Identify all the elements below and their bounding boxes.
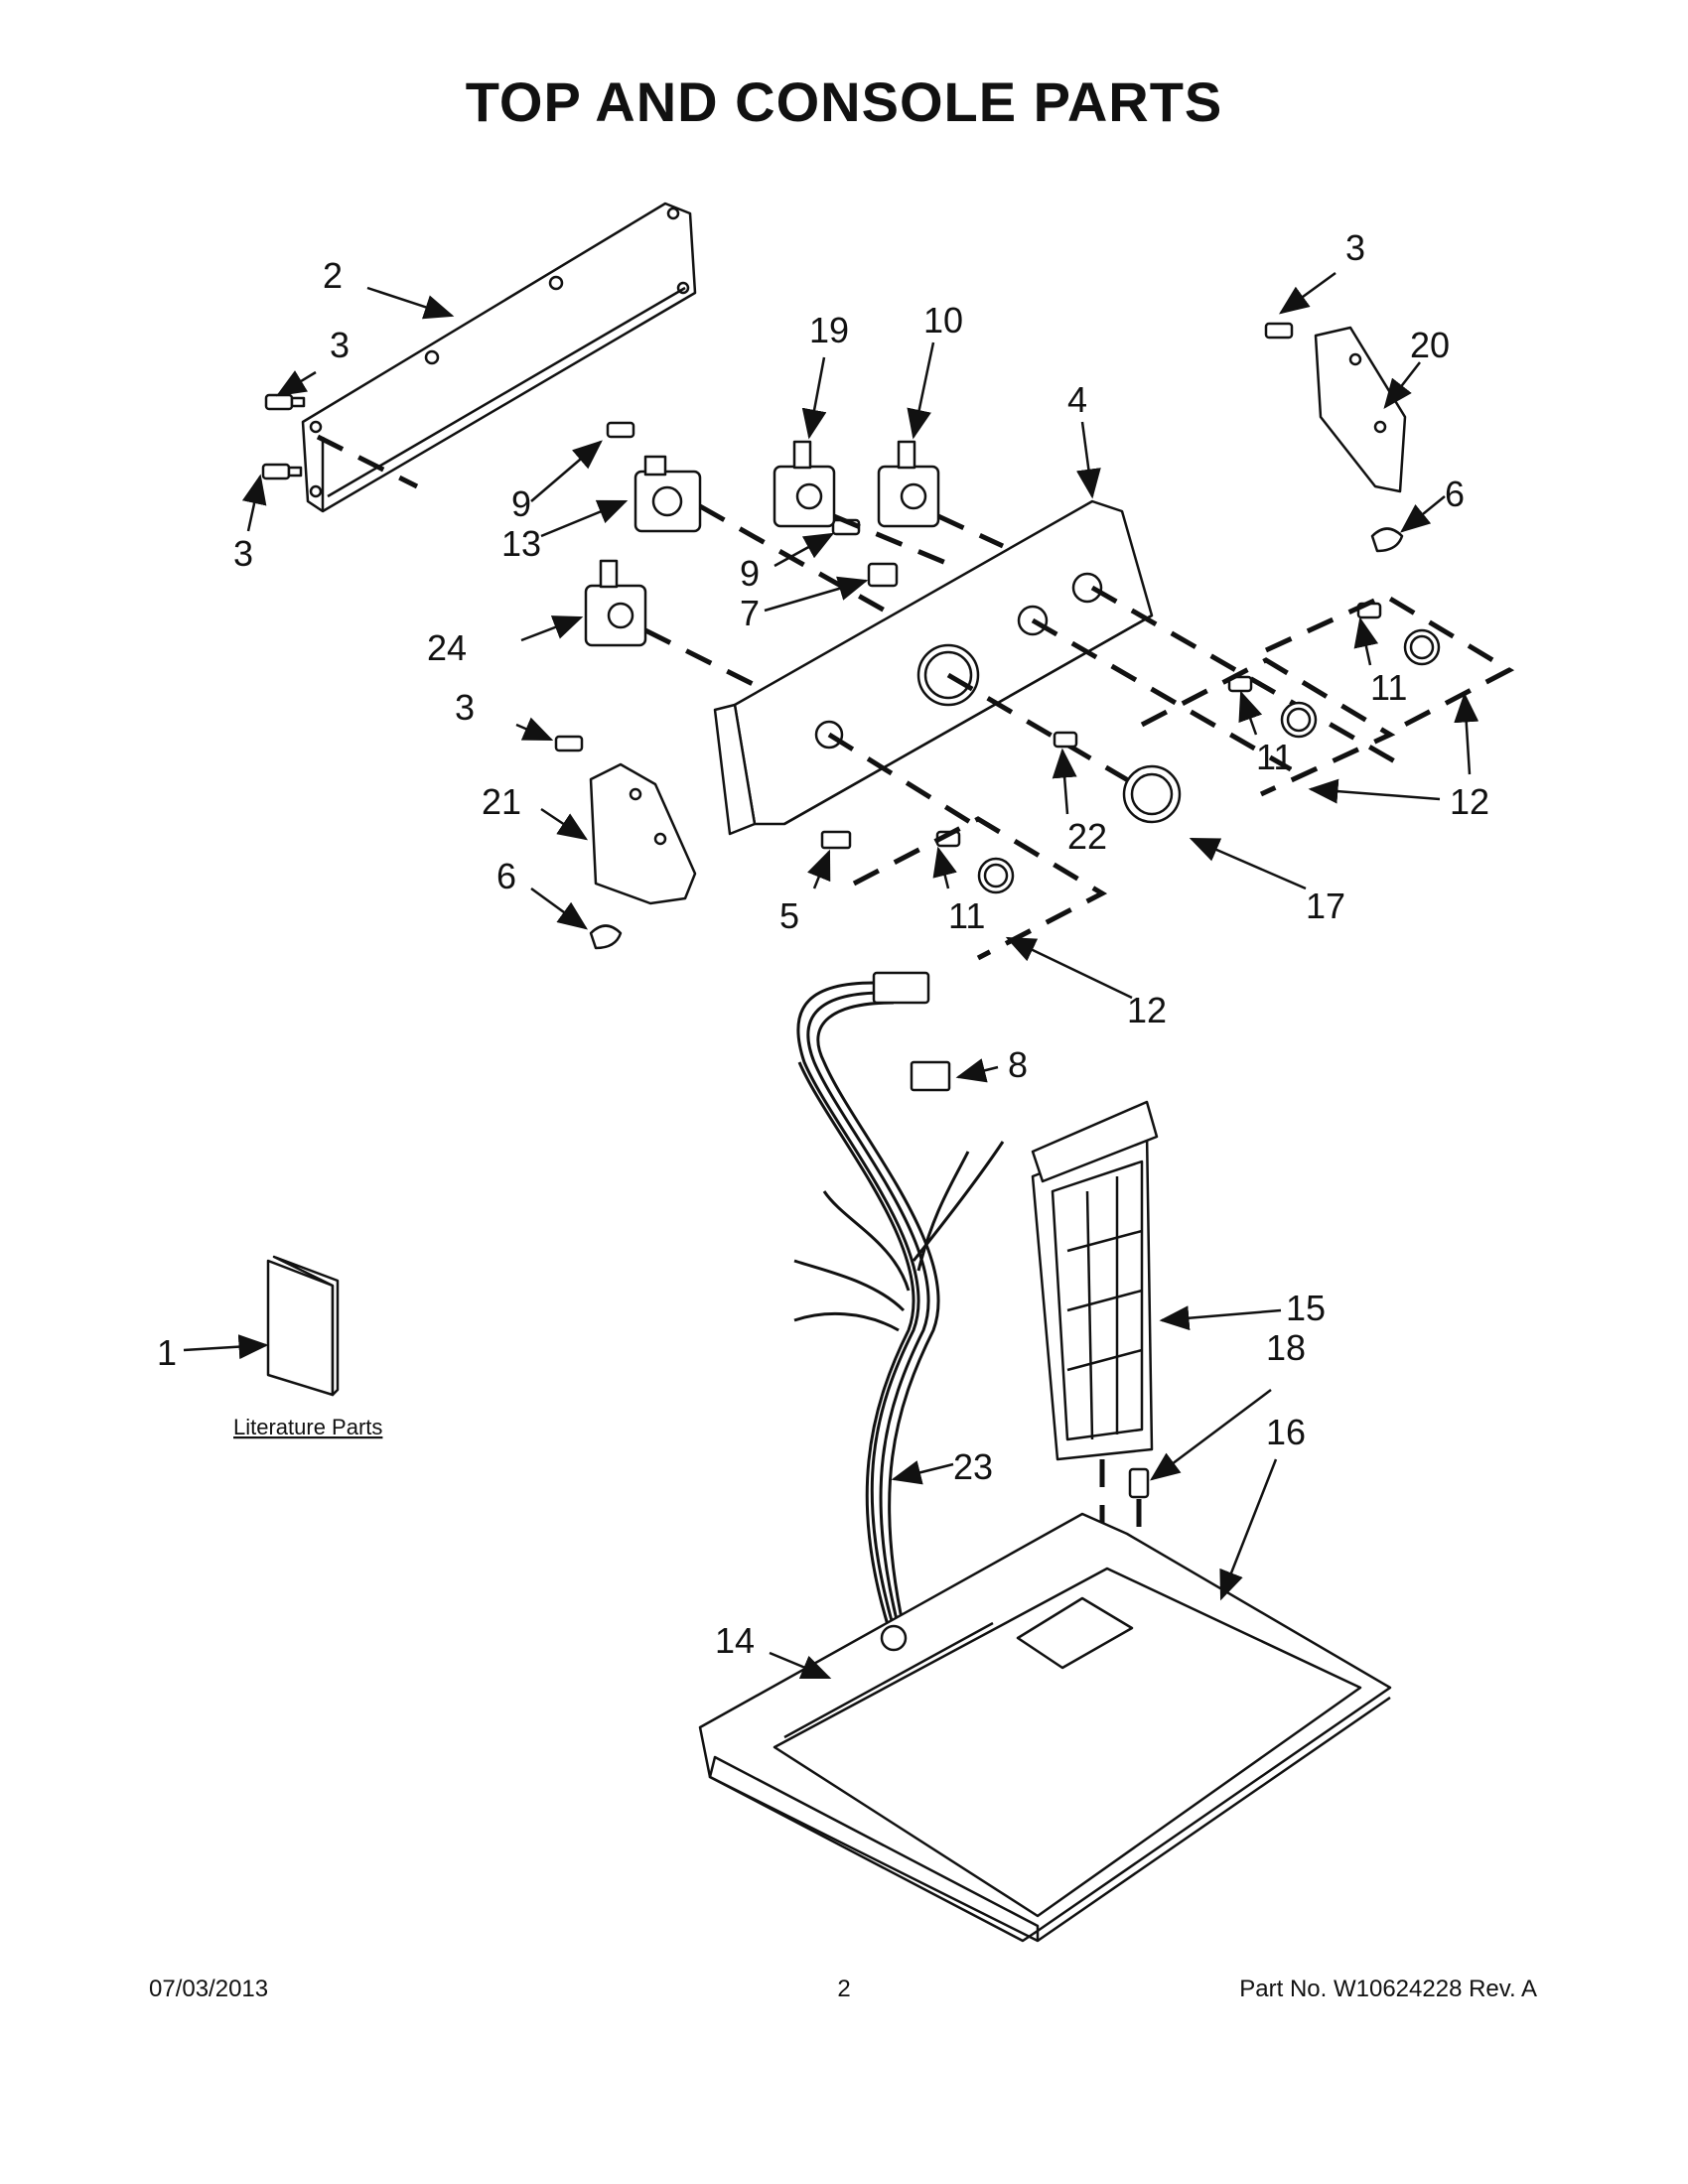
footer-date: 07/03/2013 bbox=[149, 1976, 269, 2002]
callout-13: 13 bbox=[501, 523, 541, 564]
rear-panel-part bbox=[301, 202, 697, 513]
callout-3: 3 bbox=[1345, 227, 1365, 268]
top-panel-part bbox=[698, 1512, 1392, 1943]
connector-part-7 bbox=[867, 562, 899, 588]
knob-part-11 bbox=[977, 628, 1441, 894]
callout-6: 6 bbox=[1445, 474, 1465, 514]
footer-part-number: Part No. W10624228 Rev. A bbox=[1239, 1976, 1537, 2002]
callout-12: 12 bbox=[1450, 781, 1489, 822]
callout-11: 11 bbox=[1256, 737, 1293, 777]
callout-14: 14 bbox=[715, 1620, 755, 1661]
callout-3: 3 bbox=[233, 533, 253, 574]
screw-part-18 bbox=[1128, 1467, 1150, 1499]
callout-11: 11 bbox=[1370, 667, 1407, 708]
callout-24: 24 bbox=[427, 627, 467, 668]
end-cap-right-part bbox=[1314, 326, 1407, 493]
callout-12: 12 bbox=[1127, 990, 1167, 1030]
end-cap-left-part bbox=[589, 762, 697, 905]
callout-10: 10 bbox=[923, 300, 963, 341]
callout-9: 9 bbox=[511, 483, 531, 524]
callout-5: 5 bbox=[779, 895, 799, 936]
wire-harness-part bbox=[793, 971, 1005, 1629]
callout-3: 3 bbox=[455, 687, 475, 728]
callout-15: 15 bbox=[1286, 1288, 1326, 1328]
lint-screen-part bbox=[1031, 1100, 1159, 1461]
switch-part-13 bbox=[633, 455, 702, 533]
callout-17: 17 bbox=[1306, 886, 1345, 926]
callout-20: 20 bbox=[1410, 325, 1450, 365]
callout-6: 6 bbox=[496, 856, 516, 896]
callout-4: 4 bbox=[1067, 379, 1087, 420]
callout-1: 1 bbox=[157, 1332, 177, 1373]
callout-7: 7 bbox=[740, 593, 760, 633]
switch-part-24 bbox=[584, 559, 647, 647]
callout-11: 11 bbox=[948, 895, 985, 936]
knob-part-17 bbox=[1122, 764, 1182, 824]
callout-21: 21 bbox=[482, 781, 521, 822]
literature-parts-label: Literature Parts bbox=[233, 1415, 382, 1439]
sensor-part-8 bbox=[910, 1060, 951, 1092]
literature-book bbox=[266, 1255, 340, 1397]
footer-page-number: 2 bbox=[837, 1976, 851, 2002]
callout-2: 2 bbox=[323, 255, 343, 296]
callout-8: 8 bbox=[1008, 1044, 1028, 1085]
callout-19: 19 bbox=[809, 310, 849, 350]
switch-part-10 bbox=[877, 440, 940, 528]
clip-part bbox=[589, 527, 1404, 950]
switch-part-19 bbox=[773, 440, 836, 528]
callout-23: 23 bbox=[953, 1446, 993, 1487]
spring-part-22 bbox=[1053, 731, 1078, 749]
callout-18: 18 bbox=[1266, 1327, 1306, 1368]
callout-3: 3 bbox=[330, 325, 350, 365]
callout-leaders bbox=[183, 271, 1479, 1680]
badge-part-5 bbox=[820, 830, 852, 850]
page-title: TOP AND CONSOLE PARTS bbox=[465, 70, 1223, 133]
callout-9: 9 bbox=[740, 553, 760, 594]
callout-22: 22 bbox=[1067, 816, 1107, 857]
callout-numbers: 2 3 3 3 3 9 13 9 7 24 19 10 4 20 6 11 11… bbox=[157, 227, 1489, 1661]
callout-16: 16 bbox=[1266, 1412, 1306, 1452]
